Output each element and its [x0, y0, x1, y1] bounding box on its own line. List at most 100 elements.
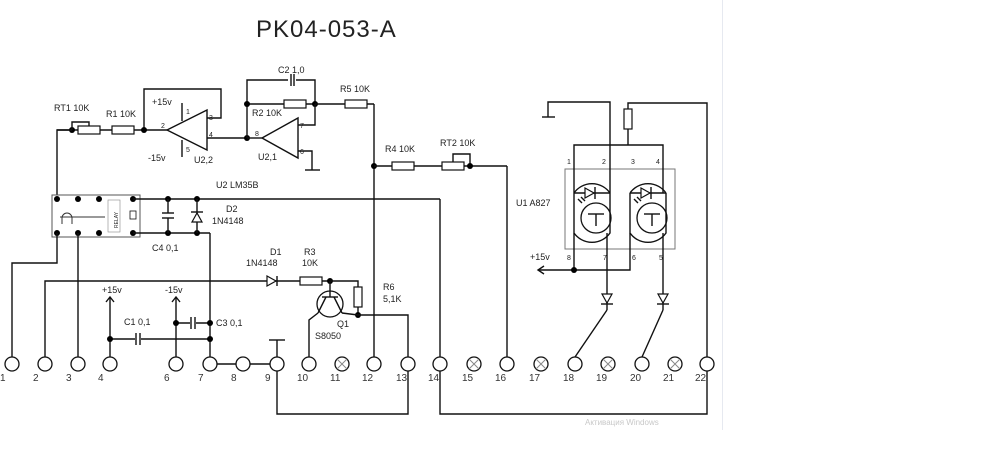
terminal-number: 8	[231, 373, 237, 384]
u2-2-vplus-label: +15v	[152, 97, 172, 107]
q1-transistor: Q1 S8050	[315, 281, 349, 341]
r6-value-label: 5,1K	[383, 294, 402, 304]
terminal-7: 7	[198, 356, 218, 384]
terminal-number: 21	[663, 373, 675, 384]
r4-label: R4 10K	[385, 144, 415, 154]
terminal-number: 22	[695, 373, 707, 384]
r5-label: R5 10K	[340, 84, 370, 94]
d2-type-label: 1N4148	[212, 216, 244, 226]
terminal-circle	[634, 356, 650, 372]
terminal-number: 4	[98, 373, 104, 384]
terminal-12: 12	[362, 356, 382, 384]
c4-capacitor: C4 0,1	[152, 199, 179, 253]
pin-label: 4	[209, 132, 213, 139]
terminal-circle	[301, 356, 317, 372]
terminal-2: 2	[33, 356, 53, 384]
terminal-circle	[432, 356, 448, 372]
d1-label: D1	[270, 247, 282, 257]
pin-label: 7	[300, 123, 304, 130]
window-divider	[722, 0, 723, 430]
u2-2-vminus-label: -15v	[148, 153, 166, 163]
u2-2-opamp: +15v -15v 1 2 3 4 5 U2,2	[148, 97, 213, 165]
terminal-18: 18	[563, 356, 583, 384]
terminal-21: 21	[663, 356, 683, 384]
q1-type-label: S8050	[315, 331, 341, 341]
terminal-22: 22	[695, 356, 715, 384]
c2-label: C2 1,0	[278, 65, 305, 75]
terminal-circle	[102, 356, 118, 372]
c3-label: C3 0,1	[216, 318, 243, 328]
terminal-1: 1	[0, 356, 20, 384]
terminal-14: 14	[428, 356, 448, 384]
u2-1-label: U2,1	[258, 152, 277, 162]
pin-label: 6	[632, 255, 636, 262]
u2-2-label: U2,2	[194, 155, 213, 165]
relay-label: RELAY	[114, 211, 120, 228]
c4-label: C4 0,1	[152, 243, 179, 253]
terminal-15: 15	[462, 356, 482, 384]
pin-label: 5	[659, 255, 663, 262]
terminal-circle	[269, 356, 285, 372]
cross-icon	[535, 358, 547, 370]
cross-icon	[602, 358, 614, 370]
terminal-circle	[202, 356, 218, 372]
terminal-number: 10	[297, 373, 309, 384]
u1-optocoupler: U1 A827 1 2 3 4 8 7 6 5	[516, 159, 676, 262]
u1-plus15-label: +15v	[530, 252, 550, 262]
terminal-circle	[567, 356, 583, 372]
r2-resistor	[283, 99, 307, 109]
r5-resistor: R5 10K	[340, 84, 370, 109]
pin-label: 6	[300, 149, 304, 156]
u1-label: U1 A827	[516, 198, 551, 208]
pin-label: 8	[255, 131, 259, 138]
terminal-number: 2	[33, 373, 39, 384]
terminal-number: 13	[396, 373, 408, 384]
activation-watermark: Активация Windows	[585, 418, 659, 427]
r3-label: R3	[304, 247, 316, 257]
terminal-number: 16	[495, 373, 507, 384]
terminal-number: 1	[0, 373, 6, 384]
terminal-circle	[366, 356, 382, 372]
terminal-3: 3	[66, 356, 86, 384]
d2-diode: D2 1N4148	[190, 199, 244, 233]
terminal-number: 7	[198, 373, 204, 384]
terminal-circle	[499, 356, 515, 372]
terminal-number: 15	[462, 373, 474, 384]
r4-resistor: R4 10K	[385, 144, 415, 171]
pin-label: 1	[567, 159, 571, 166]
r1-label: R1 10K	[106, 109, 136, 119]
c1-label: C1 0,1	[124, 317, 151, 327]
pin-label: 2	[602, 159, 606, 166]
d2-label: D2	[226, 204, 238, 214]
cross-icon	[468, 358, 480, 370]
q1-label: Q1	[337, 319, 349, 329]
pin-label: 3	[631, 159, 635, 166]
r1-resistor: R1 10K	[106, 109, 136, 135]
u2-1-opamp: 8 7 6 U2,1 R2 10K	[252, 108, 304, 162]
terminal-number: 18	[563, 373, 575, 384]
rt1-trimmer: RT1 10K	[54, 103, 101, 135]
pin-label: 8	[567, 255, 571, 262]
minus15-supply: -15v	[165, 285, 183, 303]
terminal-16: 16	[495, 356, 515, 384]
terminal-13: 13	[396, 356, 416, 384]
u2-part-label: U2 LM35B	[216, 180, 259, 190]
cross-icon	[336, 358, 348, 370]
r6-label: R6	[383, 282, 395, 292]
d1-type-label: 1N4148	[246, 258, 278, 268]
terminal-20: 20	[630, 356, 650, 384]
terminal-10: 10	[297, 356, 317, 384]
pin-label: 1	[186, 109, 190, 116]
terminal-number: 14	[428, 373, 440, 384]
rt2-trimmer: RT2 10K	[440, 138, 475, 171]
cross-icon	[669, 358, 681, 370]
terminal-circle	[235, 356, 251, 372]
terminal-17: 17	[529, 356, 549, 384]
r2-label: R2 10K	[252, 108, 282, 118]
terminal-11: 11	[330, 356, 350, 384]
terminal-number: 20	[630, 373, 642, 384]
r3-value-label: 10K	[302, 258, 318, 268]
